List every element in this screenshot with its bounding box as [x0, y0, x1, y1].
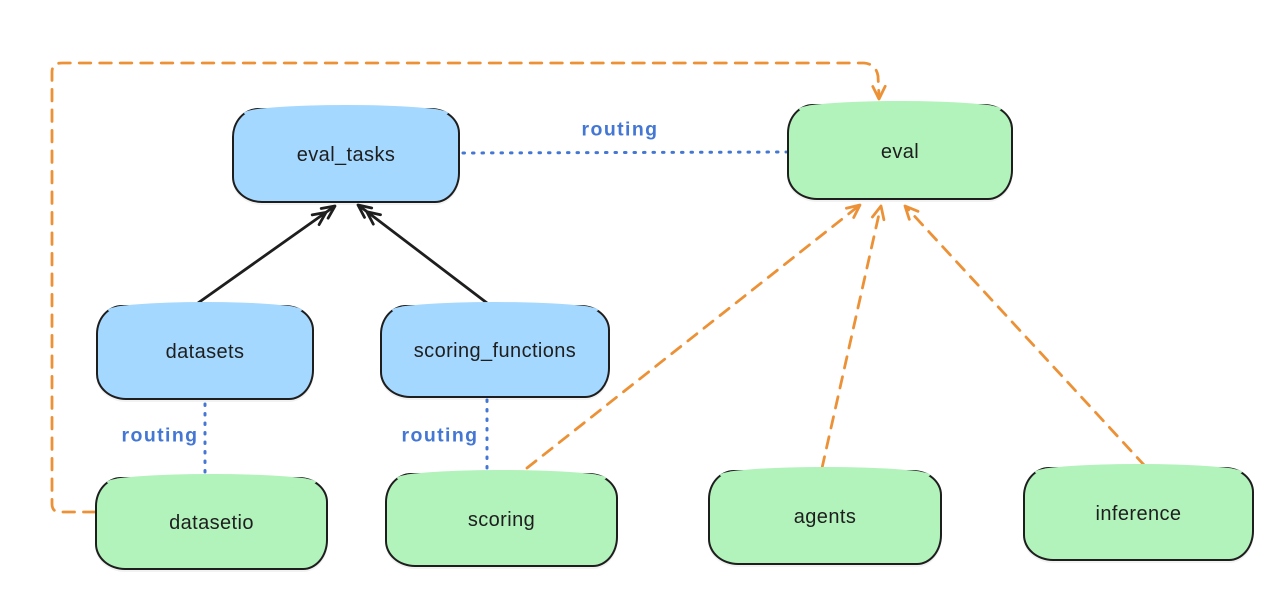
node-scoring: scoring — [385, 470, 618, 567]
node-scoring-functions-label: scoring_functions — [413, 340, 577, 362]
node-datasetio: datasetio — [95, 474, 328, 570]
arrow-scoringfunctions-to-evaltasks — [356, 203, 489, 305]
node-datasets-label: datasets — [165, 341, 245, 363]
node-agents-label: agents — [793, 506, 857, 528]
node-datasets: datasets — [96, 302, 314, 400]
node-scoring-label: scoring — [467, 508, 536, 531]
arrow-inference-to-eval — [903, 204, 1147, 468]
node-scoring-functions: scoring_functions — [380, 302, 610, 398]
edge-label-routing-scoring: routing — [401, 424, 479, 447]
node-datasetio-label: datasetio — [169, 512, 254, 534]
node-eval-tasks-label: eval_tasks — [296, 144, 396, 166]
arrow-scoring-to-eval — [525, 203, 862, 470]
edge-label-routing-top: routing — [581, 118, 659, 141]
node-eval-tasks: eval_tasks — [232, 105, 460, 203]
node-inference: inference — [1023, 464, 1254, 561]
arrow-datasetio-to-eval — [50, 61, 887, 514]
node-inference-label: inference — [1095, 502, 1182, 525]
node-eval-label: eval — [880, 140, 920, 163]
edge-label-routing-datasets: routing — [121, 424, 199, 447]
edge-routing-evaltasks-eval — [461, 150, 788, 155]
node-eval: eval — [787, 101, 1013, 200]
arrow-datasets-to-evaltasks — [196, 204, 337, 305]
node-agents: agents — [708, 467, 942, 565]
arrow-agents-to-eval — [820, 204, 886, 470]
